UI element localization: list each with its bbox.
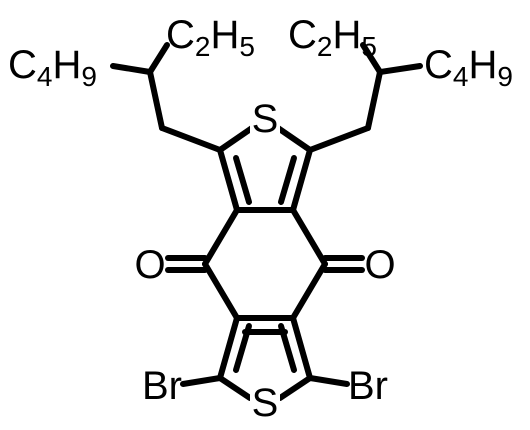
bond-s-bottom-c-left	[217, 375, 253, 401]
bond-chain-right-to-c4h9	[377, 63, 423, 75]
bond-top-ring-right-double-inner	[278, 155, 297, 205]
bond-quinone-upper-right	[290, 207, 328, 267]
bond-chain-left-to-c4h9	[110, 63, 153, 75]
bond-bottom-ring-right	[290, 315, 313, 381]
bond-quinone-lower-left	[202, 261, 240, 321]
bond-layer	[110, 42, 423, 401]
bond-br-right	[307, 375, 350, 387]
c2h5-left-label: C2H5	[166, 13, 255, 62]
bond-bottom-ring-right-inner	[278, 323, 297, 373]
bromine-left-label: Br	[142, 364, 182, 408]
bond-bottom-ring-left-inner	[233, 323, 252, 373]
oxygen-right-label: O	[364, 243, 395, 287]
sulfur-bottom-label: S	[252, 381, 279, 425]
bond-s-bottom-c-right	[277, 375, 313, 401]
bond-chain-right-2	[365, 69, 383, 131]
bond-chain-right-1	[307, 125, 371, 153]
sulfur-top-label: S	[252, 97, 279, 141]
bond-top-ring-left-double-inner	[233, 155, 252, 205]
bond-quinone-lower-right	[290, 261, 328, 321]
bond-quinone-upper-left	[202, 207, 240, 267]
s-top-halo	[250, 100, 280, 138]
bond-chain-right-to-c2h5	[360, 42, 383, 75]
bond-s-top-c-left	[217, 125, 255, 153]
c4h9-left-label: C4H9	[8, 43, 97, 92]
bond-br-left	[180, 375, 223, 387]
bond-top-ring-right-double	[290, 147, 313, 213]
bond-chain-left-1	[159, 125, 223, 153]
c2h5-right-label: C2H5	[288, 13, 377, 62]
bond-chain-left-to-c2h5	[147, 42, 170, 75]
bond-top-ring-left-double	[217, 147, 240, 213]
label-layer: S S O O Br Br C4H9 C2H5 C2H5 C4H9	[8, 13, 513, 425]
bromine-right-label: Br	[348, 364, 388, 408]
bond-chain-left-2	[147, 69, 165, 131]
c4h9-right-label: C4H9	[424, 43, 513, 92]
oxygen-left-label: O	[134, 243, 165, 287]
s-bottom-halo	[250, 384, 280, 422]
bond-bottom-ring-left	[217, 315, 240, 381]
bond-s-top-c-right	[275, 125, 313, 153]
